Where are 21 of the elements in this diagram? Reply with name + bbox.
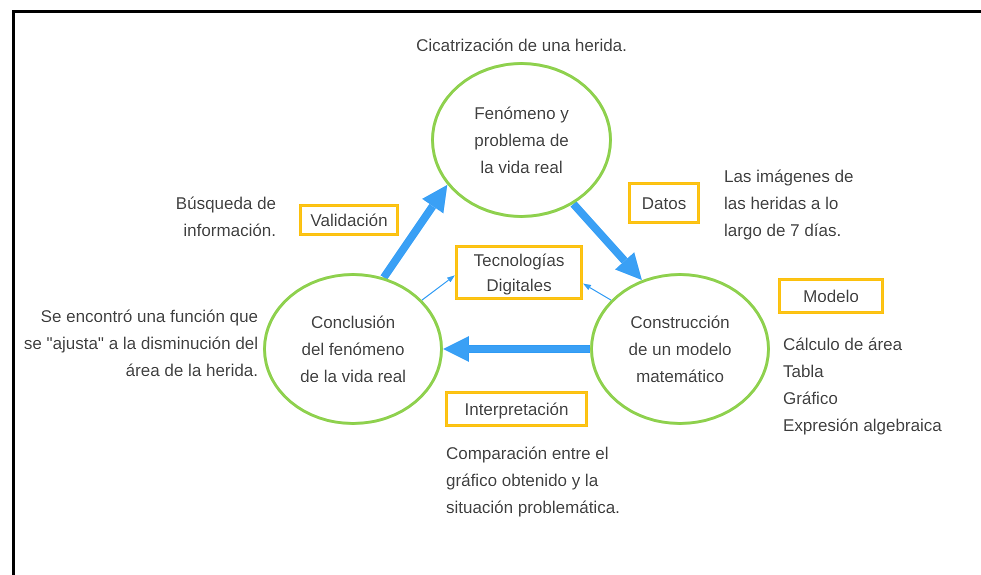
- list-item: Expresión algebraica: [783, 415, 943, 437]
- label-box: Interpretación: [445, 391, 588, 427]
- caption-text: Cicatrización de una herida.: [415, 35, 628, 57]
- stage-ellipse: Conclusión del fenómeno de la vida real: [263, 273, 443, 425]
- note-text: Búsqueda de información.: [174, 193, 276, 242]
- note-text: Las imágenes de las heridas a lo largo de 7 días.: [724, 166, 854, 242]
- note-text: Se encontró una función que se "ajusta" a la disminución del área de la herida.: [22, 306, 258, 382]
- list-item: Tabla: [783, 361, 825, 383]
- arrow: [443, 336, 590, 362]
- stage-ellipse: Fenómeno y problema de la vida real: [431, 62, 612, 218]
- label-box: Validación: [299, 204, 399, 236]
- list-item: Cálculo de área: [783, 334, 904, 356]
- list-item: Gráfico: [783, 388, 839, 410]
- label-box: Datos: [628, 182, 700, 224]
- stage-ellipse: Construcción de un modelo matemático: [590, 273, 770, 425]
- label-box: Tecnologías Digitales: [455, 245, 583, 300]
- note-text: Comparación entre el gráfico obtenido y la situación problemática.: [446, 443, 621, 519]
- arrow: [583, 284, 612, 301]
- label-box: Modelo: [778, 278, 884, 314]
- arrow: [422, 275, 455, 301]
- arrow: [570, 201, 642, 280]
